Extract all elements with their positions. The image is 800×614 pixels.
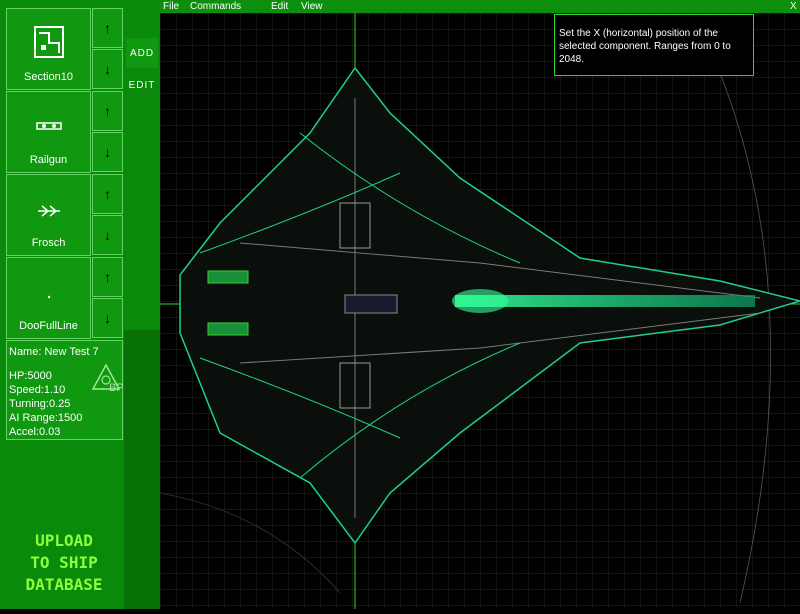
ship-hull[interactable] [179,66,800,545]
move-up-button[interactable]: ↑ [92,257,123,297]
range-arc [719,72,771,604]
tab-add[interactable]: ADD [126,38,158,68]
arrow-up-icon: ↑ [104,103,111,119]
ship-accel: Accel:0.03 [9,426,61,438]
tooltip-text: Set the X (horizontal) position of the s… [559,28,731,65]
ship-turning: Turning:0.25 [9,398,71,410]
ship-speed: Speed:1.10 [9,384,66,396]
component-label: Section10 [24,71,73,83]
ship-stats-panel: Name: New Test 7 HP:5000 Speed:1.10 Turn… [6,340,124,440]
close-button[interactable]: X [790,1,797,12]
tooltip: Set the X (horizontal) position of the s… [554,14,754,76]
ship-hp: HP:5000 [9,370,52,382]
bp-label: BP [109,382,124,394]
upload-to-ship-database-button[interactable]: UPLOAD TO SHIP DATABASE [14,530,114,596]
component-frosch[interactable]: Frosch [6,174,91,256]
menu-bar: File Commands Edit View X [160,0,800,13]
section-icon [7,23,90,66]
menu-file[interactable]: File [163,1,180,12]
move-up-button[interactable]: ↑ [92,91,123,131]
arrow-down-icon: ↓ [104,61,111,77]
component-label: Frosch [31,237,66,249]
dot-icon [7,288,90,303]
move-down-button[interactable]: ↓ [92,132,123,172]
component-sidebar: Section10 ↑ ↓ Railgun ↑ ↓ Frosch ↑ ↓ Doo… [0,0,160,609]
arrow-up-icon: ↑ [104,186,111,202]
component-label: DooFullLine [19,320,78,332]
menu-commands[interactable]: Commands [190,1,242,12]
arrow-up-icon: ↑ [104,20,111,36]
upload-line: DATABASE [25,575,103,594]
upload-line: UPLOAD [35,531,93,550]
menu-view[interactable]: View [301,1,323,12]
move-down-button[interactable]: ↓ [92,49,123,89]
ship-name: Name: New Test 7 [9,346,99,358]
ship-editor-canvas[interactable] [159,13,800,609]
arrow-down-icon: ↓ [104,144,111,160]
upload-line: TO SHIP [30,553,98,572]
arrow-down-icon: ↓ [104,227,111,243]
tab-edit[interactable]: EDIT [126,70,158,100]
component-section10[interactable]: Section10 [6,8,91,90]
arrow-down-icon: ↓ [104,310,111,326]
range-arc-lower [159,492,341,594]
component-doofullline[interactable]: DooFullLine [6,257,91,339]
railgun-icon [7,120,90,135]
component-label: Railgun [29,154,68,166]
arrow-up-icon: ↑ [104,269,111,285]
move-down-button[interactable]: ↓ [92,298,123,338]
ship-ai-range: AI Range:1500 [9,412,83,424]
sidebar-bevel [124,330,160,609]
move-down-button[interactable]: ↓ [92,215,123,255]
move-up-button[interactable]: ↑ [92,174,123,214]
blueprint-icon[interactable]: BP [89,363,124,394]
move-up-button[interactable]: ↑ [92,8,123,48]
ship-editor-svg [159,13,800,609]
menu-edit[interactable]: Edit [271,1,289,12]
frosch-icon [7,203,90,222]
component-railgun[interactable]: Railgun [6,91,91,173]
